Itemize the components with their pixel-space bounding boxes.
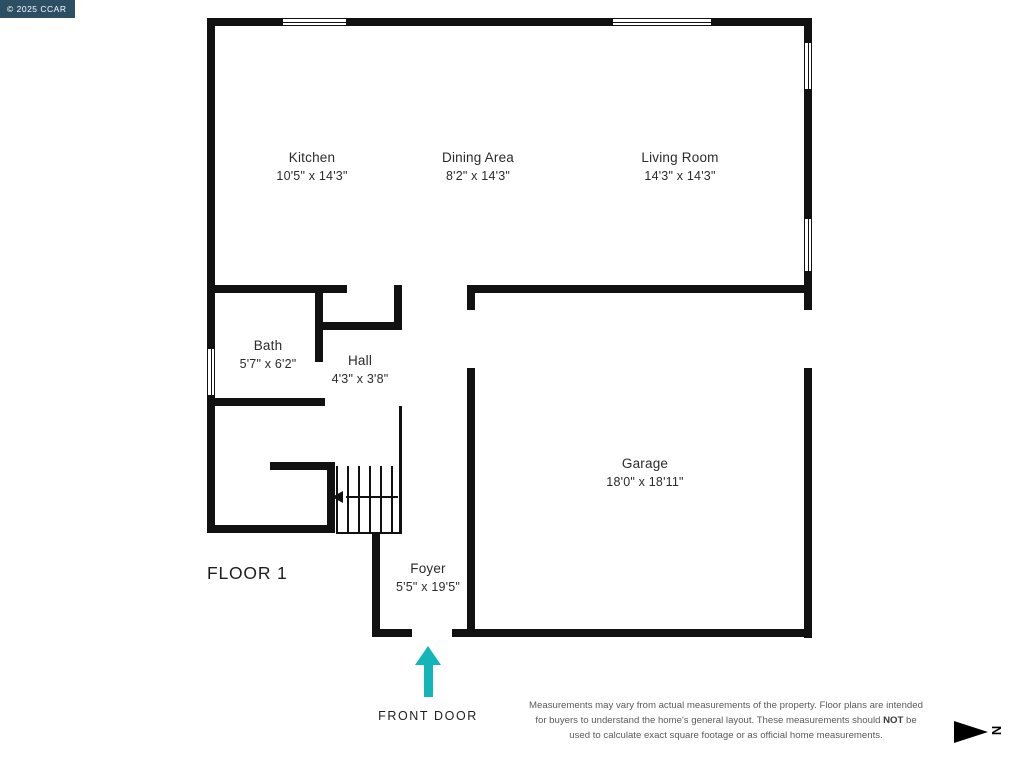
room-label-bath: Bath 5'7" x 6'2"	[240, 337, 297, 373]
room-dims: 5'5" x 19'5"	[395, 579, 461, 594]
wall-right-seg2	[804, 90, 812, 218]
room-label-hall: Hall 4'3" x 3'8"	[332, 352, 389, 388]
room-name: Bath	[253, 337, 283, 353]
disclaimer-text: Measurements may vary from actual measur…	[528, 699, 924, 744]
wall-right-seg4	[804, 368, 812, 638]
wall-closet-right	[327, 462, 335, 532]
stairs	[336, 466, 402, 534]
room-dims: 10'5" x 14'3"	[276, 168, 348, 183]
wall-foyer-bottom-right	[452, 629, 476, 637]
wall-bath-top	[207, 285, 347, 293]
front-door-arrow-shaft	[424, 664, 433, 697]
room-dims: 18'0" x 18'11"	[606, 474, 684, 489]
room-dims: 4'3" x 3'8"	[331, 371, 389, 386]
wall-garage-bottom	[467, 629, 812, 637]
wall-top-middle	[347, 18, 612, 26]
room-label-dining: Dining Area 8'2" x 14'3"	[442, 149, 514, 185]
window-living-right-1	[804, 42, 812, 90]
north-label: N	[989, 725, 1005, 736]
window-living-top	[612, 18, 712, 26]
room-name: Dining Area	[442, 149, 514, 165]
room-name: Living Room	[641, 149, 719, 165]
wall-closet-top	[270, 462, 335, 470]
window-living-right-2	[804, 218, 812, 272]
wall-bath-right-mid	[315, 330, 323, 362]
room-dims: 8'2" x 14'3"	[445, 168, 510, 183]
compass: N	[948, 717, 1012, 747]
disclaimer-part2: be used to calculate exact square footag…	[569, 714, 917, 741]
wall-garage-left-upper	[467, 285, 475, 310]
stairs-direction-arrow	[346, 496, 398, 498]
front-door-arrow-icon	[415, 646, 441, 665]
floor-label: FLOOR 1	[207, 563, 288, 583]
wall-foyer-bottom-left	[372, 629, 412, 637]
north-arrow-icon	[954, 721, 988, 743]
wall-bath-bottom	[207, 398, 325, 406]
wall-garage-top	[467, 285, 812, 293]
wall-nook-right	[394, 285, 402, 330]
room-name: Garage	[621, 455, 669, 471]
room-label-foyer: Foyer 5'5" x 19'5"	[396, 560, 460, 596]
disclaimer-part1: Measurements may vary from actual measur…	[529, 700, 923, 726]
room-label-living: Living Room 14'3" x 14'3"	[641, 149, 718, 185]
stairs-direction-arrow-head	[332, 491, 343, 503]
disclaimer-emphasis: NOT	[883, 714, 904, 726]
wall-right-seg1	[804, 18, 812, 42]
front-door-label: FRONT DOOR	[378, 709, 478, 723]
room-name: Hall	[347, 352, 373, 368]
room-dims: 14'3" x 14'3"	[644, 168, 716, 183]
copyright-badge: © 2025 CCAR	[0, 0, 76, 18]
room-name: Kitchen	[288, 149, 336, 165]
wall-bath-right-upper	[315, 285, 323, 330]
wall-foyer-left	[372, 532, 380, 637]
wall-garage-left-lower	[467, 368, 475, 637]
wall-hall-top	[315, 322, 402, 330]
room-dims: 5'7" x 6'2"	[239, 356, 297, 371]
wall-top-left	[207, 18, 282, 26]
room-label-garage: Garage 18'0" x 18'11"	[606, 455, 683, 491]
room-name: Foyer	[410, 560, 446, 576]
wall-top-right	[712, 18, 812, 26]
window-bath	[207, 348, 215, 396]
room-label-kitchen: Kitchen 10'5" x 14'3"	[276, 149, 347, 185]
window-kitchen	[282, 18, 347, 26]
wall-left-upper	[207, 18, 215, 348]
wall-left-lower	[207, 396, 215, 533]
wall-lowerleft-bottom	[207, 525, 335, 533]
